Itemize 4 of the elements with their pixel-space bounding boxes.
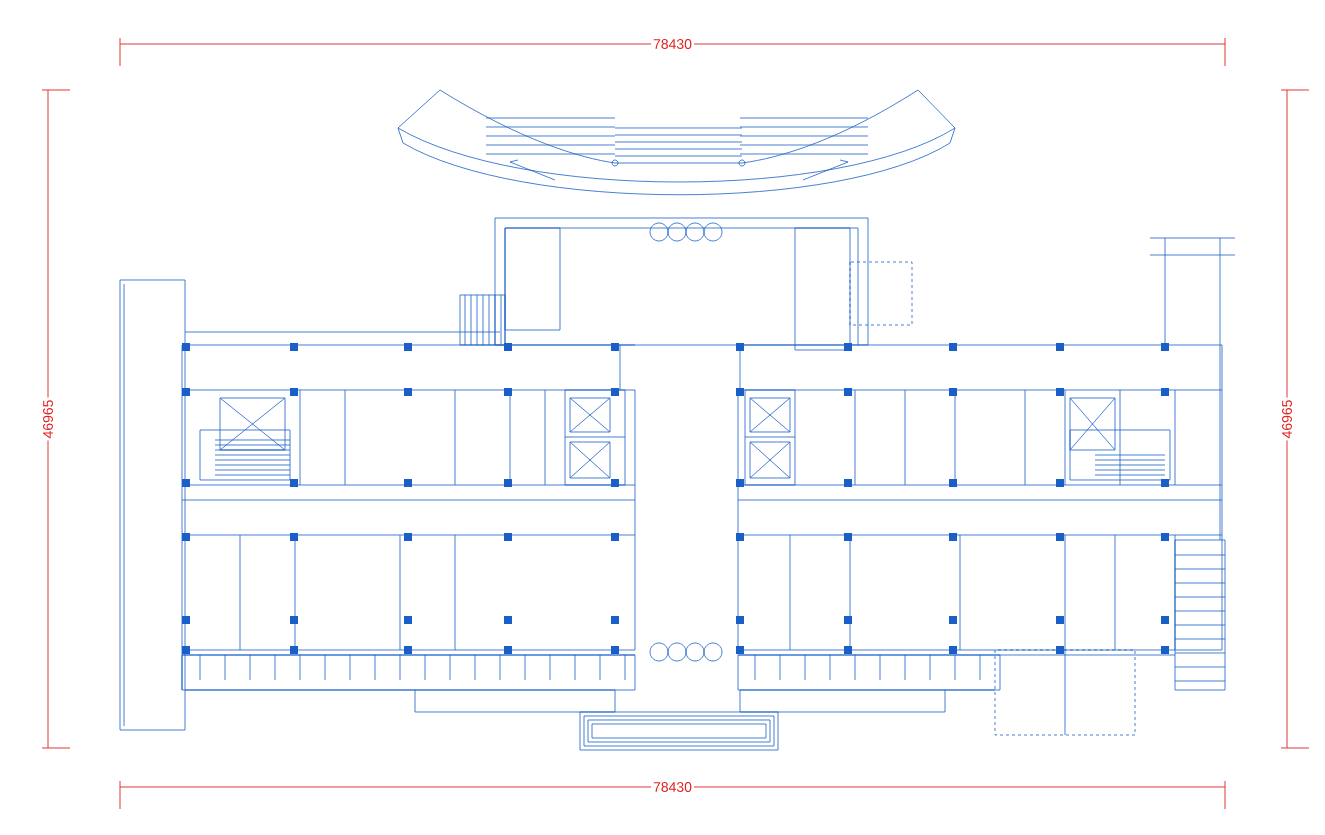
dimension-label: 78430	[651, 37, 694, 51]
dimension-label: 46965	[1280, 397, 1294, 441]
dimension-label: 46965	[41, 397, 55, 441]
dimension-label: 78430	[651, 780, 694, 794]
